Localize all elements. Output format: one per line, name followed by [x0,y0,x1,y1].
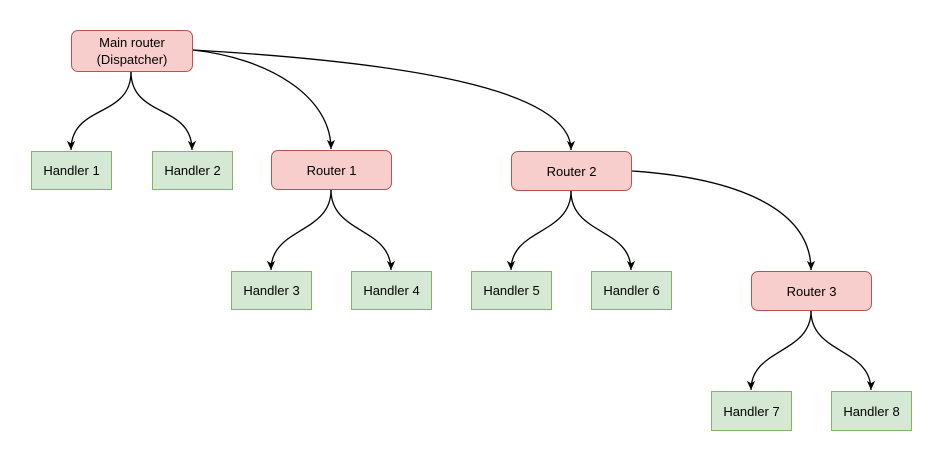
edge-main-to-router-2 [192,49,576,151]
node-handler-6: Handler 6 [591,271,672,310]
edge-router-3-to-handler-7 [746,310,812,391]
node-handler-2: Handler 2 [152,151,233,190]
edge-router-2-to-handler-5 [506,190,572,271]
node-router-1: Router 1 [271,150,392,190]
edge-router-1-to-handler-4 [330,189,396,271]
edge-router-2-to-handler-6 [570,190,636,271]
node-handler-8: Handler 8 [831,391,912,431]
node-router-2: Router 2 [511,151,632,191]
node-handler-3: Handler 3 [231,271,312,310]
edge-router-3-to-handler-8 [810,310,876,391]
edge-main-to-handler-2 [130,71,197,151]
node-handler-4: Handler 4 [351,271,432,310]
node-handler-1: Handler 1 [31,151,112,190]
edge-router-2-to-router-3 [631,170,816,271]
node-main-router: Main router (Dispatcher) [71,30,193,72]
edge-router-1-to-handler-3 [266,189,332,271]
node-handler-5: Handler 5 [471,271,552,310]
edge-main-to-router-1 [192,49,336,150]
edge-main-to-handler-1 [66,71,132,151]
node-handler-7: Handler 7 [711,391,792,431]
node-router-3: Router 3 [751,271,872,311]
